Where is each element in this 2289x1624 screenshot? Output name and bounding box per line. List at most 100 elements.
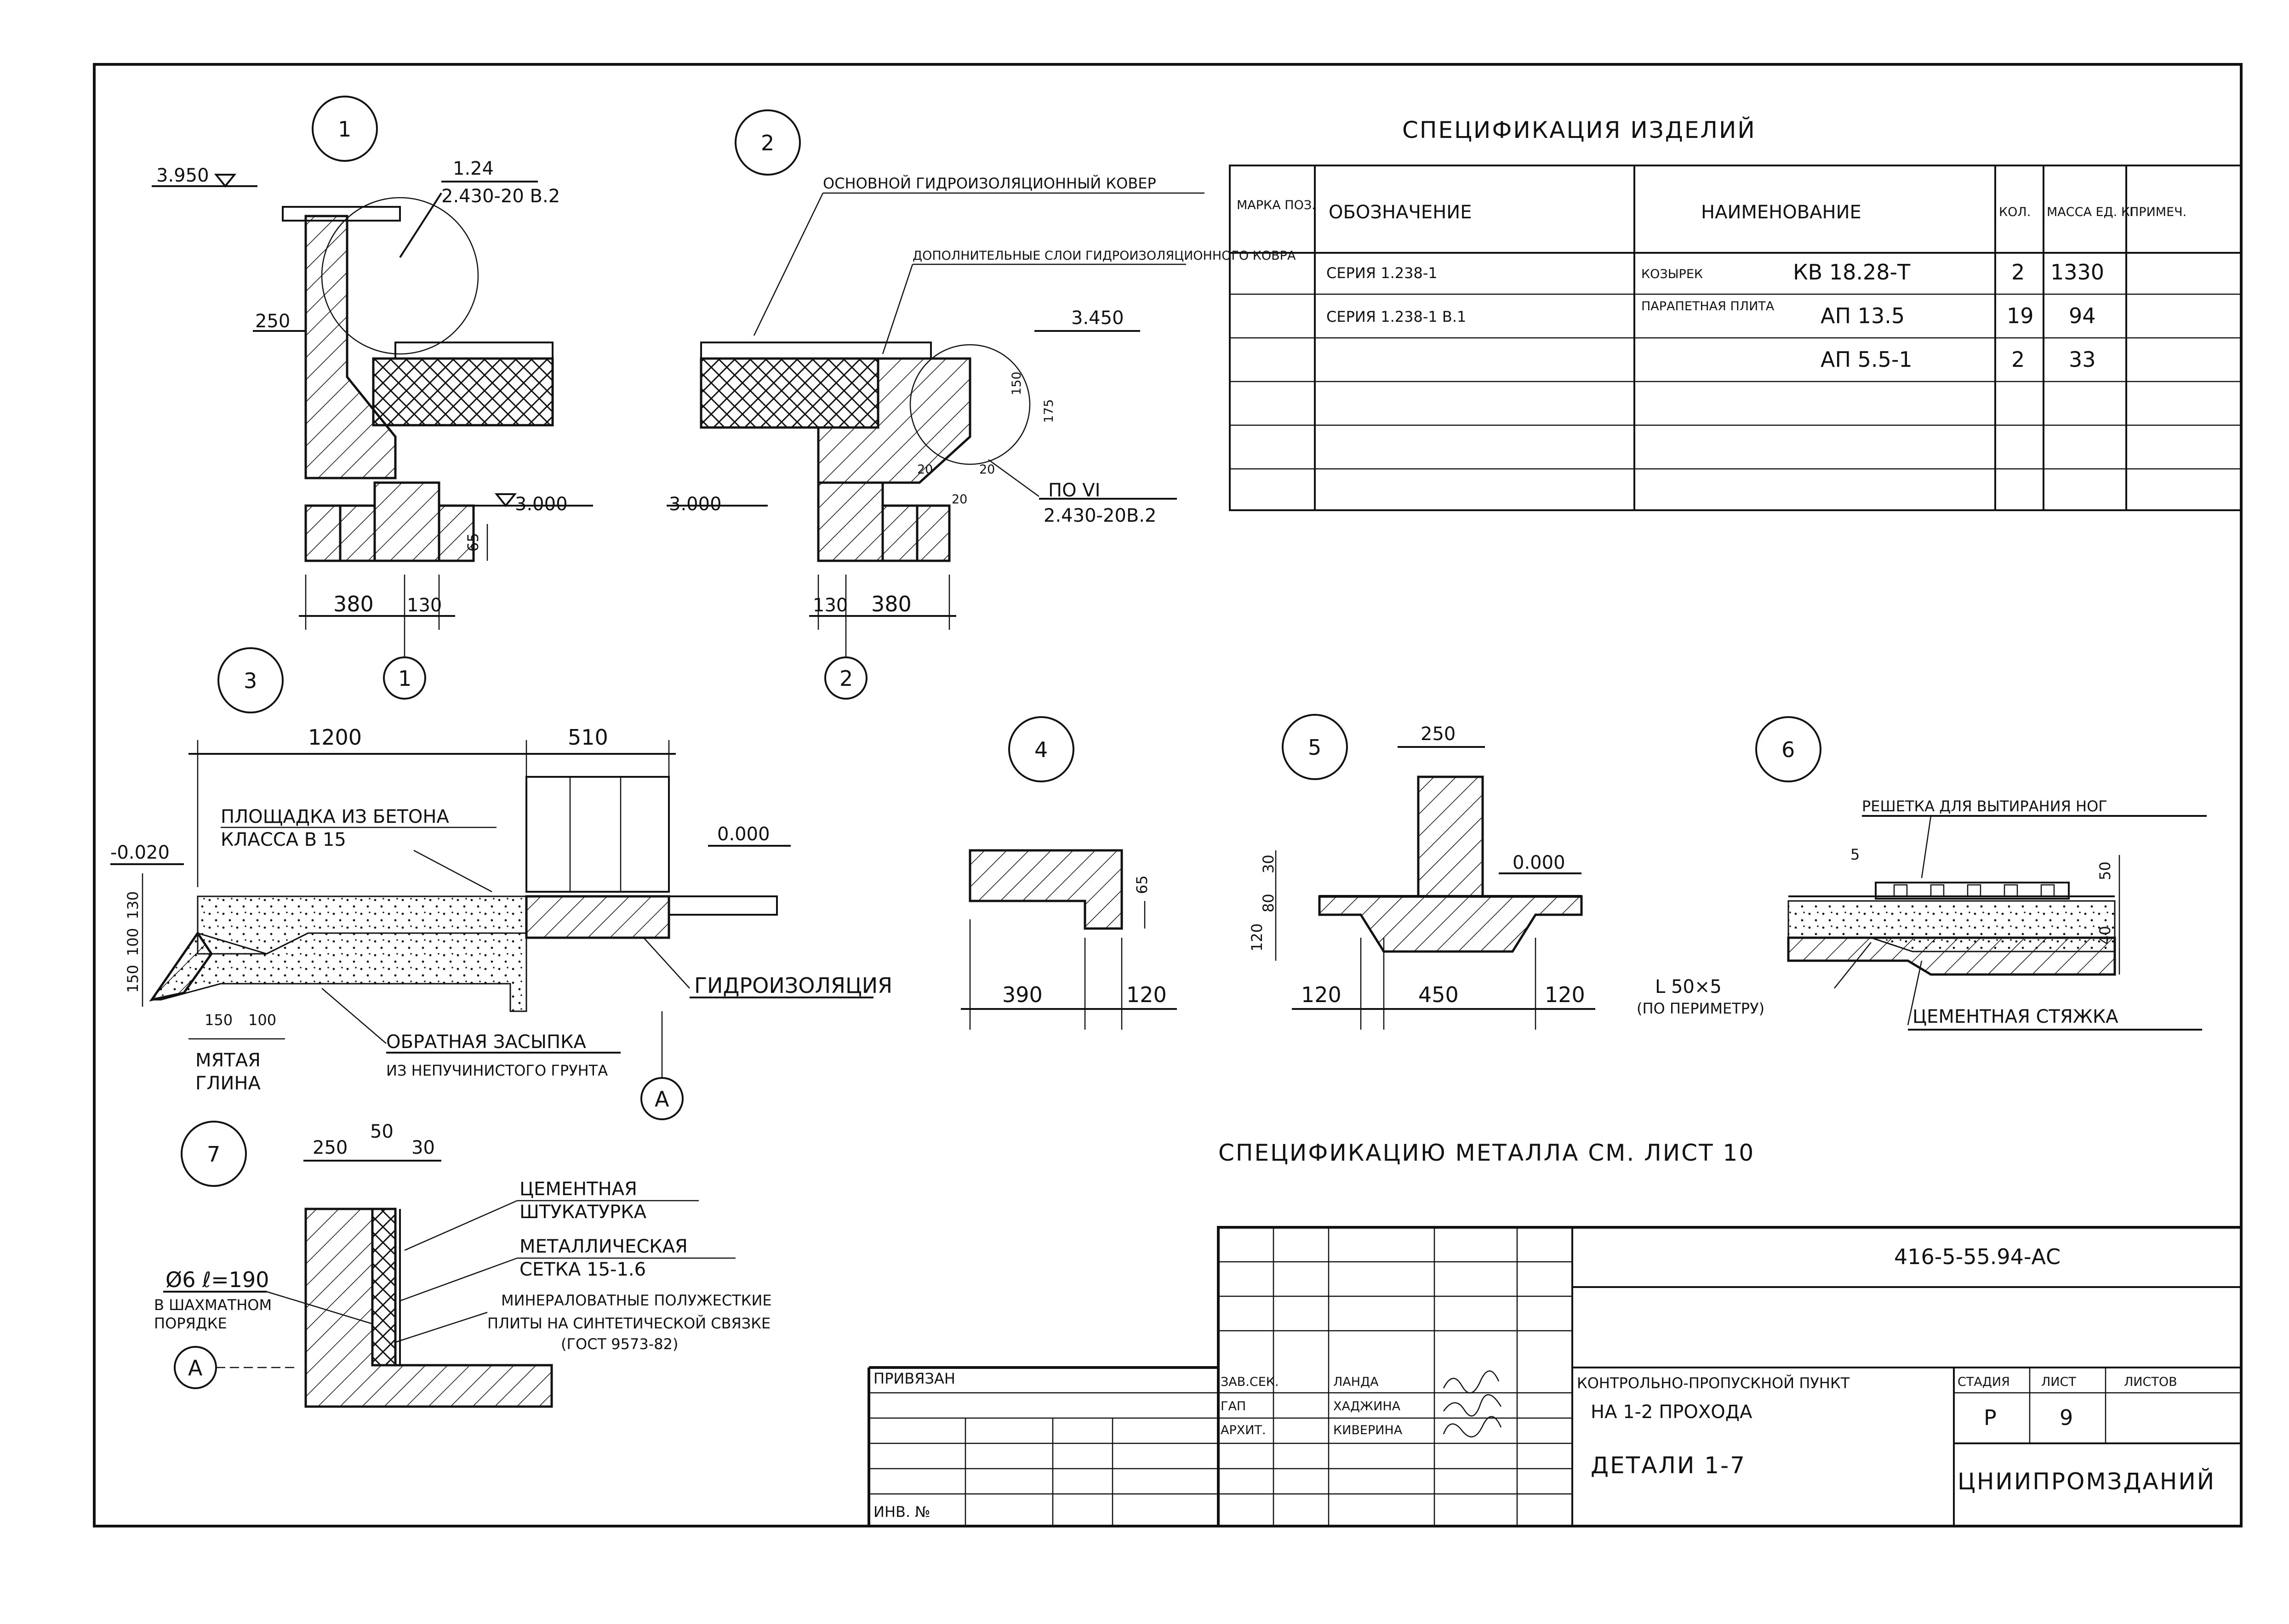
tb-sheet-label: ЛИСТ: [2041, 1375, 2076, 1389]
tb-name-3: КИВЕРИНА: [1333, 1423, 1403, 1437]
signature-2: [1443, 1394, 1502, 1417]
d1-dim-130: 130: [407, 595, 442, 616]
tb-bound: ПРИВЯЗАН: [873, 1370, 955, 1387]
d3-label-backfill2: ИЗ НЕПУЧИНИСТОГО ГРУНТА: [386, 1062, 608, 1079]
d7-dim-50: 50: [370, 1121, 394, 1142]
table-row: СЕРИЯ 1.238-1 В.1 ПАРАПЕТНАЯ ПЛИТА АП 13…: [1326, 299, 2096, 328]
row1-mass: 1330: [2050, 260, 2104, 285]
col-designation-header: ОБОЗНАЧЕНИЕ: [1329, 202, 1472, 223]
d5-dim-30: 30: [1260, 855, 1277, 873]
row2-name-type: ПАРАПЕТНАЯ ПЛИТА: [1641, 299, 1775, 313]
col-note-header: ПРИМЕЧ.: [2129, 205, 2186, 219]
detail-7: 7 250 50 30 ЦЕМЕНТНАЯ ШТУКАТУРКА МЕТАЛЛИ…: [154, 1121, 772, 1408]
d2-insulation: [700, 357, 879, 429]
tb-role-3: АРХИТ.: [1221, 1423, 1266, 1437]
d7-label-bar2: В ШАХМАТНОМ: [154, 1296, 272, 1314]
d3-label-platform1: ПЛОЩАДКА ИЗ БЕТОНА: [221, 806, 449, 827]
signature-1: [1443, 1370, 1500, 1394]
d6-dim-40: 40: [2096, 926, 2114, 945]
tb-inv: ИНВ. №: [873, 1503, 930, 1521]
d3-label-waterproofing: ГИДРОИЗОЛЯЦИЯ: [694, 973, 892, 998]
d7-dim-30: 30: [411, 1137, 435, 1158]
d1-ref2: 2.430-20 В.2: [441, 186, 560, 207]
d3-wall-base: [525, 895, 670, 939]
d1-ref1: 1.24: [453, 158, 494, 179]
row3-name-mark: АП 5.5-1: [1821, 347, 1912, 372]
d6-label-angle1: L 50×5: [1655, 976, 1722, 997]
d3-label-backfill1: ОБРАТНАЯ ЗАСЫПКА: [386, 1031, 587, 1053]
d7-axis: А: [188, 1356, 203, 1380]
detail-4: 4 65 390 120: [961, 716, 1177, 1030]
spec-table-title: СПЕЦИФИКАЦИЯ ИЗДЕЛИЙ: [1402, 116, 1756, 143]
detail-7-number: 7: [207, 1142, 220, 1167]
d2-label-extra-layers: ДОПОЛНИТЕЛЬНЫЕ СЛОИ ГИДРОИЗОЛЯЦИОННОГО К…: [913, 249, 1296, 263]
d2-dim-20c: 20: [952, 492, 967, 507]
d3-axis: А: [655, 1087, 669, 1111]
tb-stage: Р: [1984, 1405, 1997, 1430]
detail-3-number: 3: [244, 668, 257, 693]
d3-elev-right: 0.000: [717, 824, 770, 845]
row2-designation: СЕРИЯ 1.238-1 В.1: [1326, 308, 1466, 325]
spec-table: СПЕЦИФИКАЦИЯ ИЗДЕЛИЙ МАРКА ПОЗ. ОБОЗНАЧЕ…: [1229, 116, 2242, 511]
detail-1-marker: [312, 96, 378, 162]
d1-axis: 1: [398, 666, 411, 691]
row3-qty: 2: [2011, 347, 2025, 372]
tb-org: ЦНИИПРОМЗДАНИЙ: [1958, 1468, 2215, 1495]
row2-mass: 94: [2069, 303, 2096, 328]
d3-dim-150b: 150: [205, 1011, 233, 1029]
d7-label-mineral1: МИНЕРАЛОВАТНЫЕ ПОЛУЖЕСТКИЕ: [501, 1292, 772, 1309]
tb-name-1: ЛАНДА: [1333, 1375, 1379, 1389]
d1-insulation: [372, 357, 554, 427]
d6-dim-5: 5: [1850, 846, 1860, 863]
d3-label-clay1: МЯТАЯ: [195, 1050, 261, 1071]
tb-role-2: ГАП: [1221, 1399, 1246, 1413]
d5-dim-120v: 120: [1248, 923, 1266, 952]
d7-label-mineral2: ПЛИТЫ НА СИНТЕТИЧЕСКОЙ СВЯЗКЕ: [487, 1315, 771, 1332]
tb-object2: НА 1-2 ПРОХОДА: [1591, 1402, 1752, 1423]
tb-sheets-label: ЛИСТОВ: [2124, 1375, 2177, 1389]
col-qty-header: КОЛ.: [1999, 205, 2031, 219]
row1-qty: 2: [2011, 260, 2025, 285]
tb-sheet-title: ДЕТАЛИ 1-7: [1591, 1452, 1746, 1479]
detail-2-number: 2: [761, 131, 774, 155]
col-mass-header: МАССА ЕД. КГ: [2047, 205, 2137, 219]
d6-label-screed: ЦЕМЕНТНАЯ СТЯЖКА: [1912, 1006, 2118, 1027]
d2-dim-130: 130: [813, 595, 848, 616]
d2-elev-bottom: 3.000: [669, 494, 722, 515]
d2-axis: 2: [839, 666, 853, 691]
d3-dim-1200: 1200: [308, 725, 362, 750]
d5-wall: [1417, 775, 1484, 898]
d2-dim-175: 175: [1042, 399, 1056, 423]
row3-mass: 33: [2069, 347, 2096, 372]
detail-5-number: 5: [1308, 735, 1321, 760]
tb-name-2: ХАДЖИНА: [1333, 1399, 1401, 1413]
d3-dim-100: 100: [124, 928, 142, 956]
d2-elev-top: 3.450: [1071, 308, 1124, 329]
detail-2-marker: [735, 109, 801, 176]
row1-name-mark: КВ 18.28-Т: [1793, 260, 1911, 285]
d7-label-mineral3: (ГОСТ 9573-82): [561, 1335, 678, 1353]
d1-dim-65: 65: [464, 533, 482, 552]
d2-dim-20a: 20: [917, 462, 933, 477]
d3-dim-130: 130: [124, 891, 142, 919]
d2-ref2: 2.430-20В.2: [1044, 505, 1156, 526]
d5-dim-250: 250: [1421, 724, 1456, 745]
detail-1-number: 1: [338, 117, 351, 142]
d1-elev-top: 3.950: [156, 165, 209, 186]
d3-backfill: [150, 932, 527, 1012]
row2-name-mark: АП 13.5: [1821, 303, 1905, 328]
detail-5: 5 250 0.000 30 80 120 120 450 120: [1248, 714, 1595, 1030]
d7-label-plaster2: ШТУКАТУРКА: [519, 1202, 647, 1223]
detail-3: 3 1200 510 ПЛОЩАДКА ИЗ БЕТОНА КЛАССА В 1…: [110, 647, 892, 1120]
table-row: СЕРИЯ 1.238-1 КОЗЫРЕК КВ 18.28-Т 2 1330: [1326, 260, 2104, 285]
d7-label-bar1: Ø6 ℓ=190: [166, 1267, 269, 1292]
d4-dim-390: 390: [1002, 982, 1043, 1007]
d1-dim-380: 380: [333, 592, 374, 616]
d2-ref1: ПО VI: [1048, 480, 1100, 501]
d1-elev-bottom: 3.000: [515, 494, 568, 515]
d1-dim-250: 250: [255, 311, 290, 332]
detail-4-number: 4: [1034, 737, 1048, 762]
d3-label-clay2: ГЛИНА: [195, 1073, 261, 1094]
tb-sheet: 9: [2060, 1405, 2073, 1430]
